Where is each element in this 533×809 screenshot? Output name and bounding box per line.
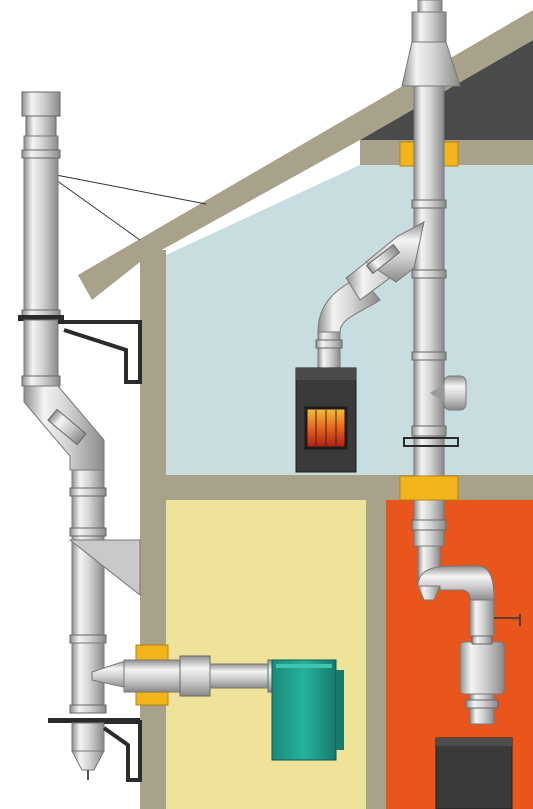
roof-flashing <box>401 41 461 87</box>
basement-heater <box>435 737 513 809</box>
wall-clamp <box>48 718 140 723</box>
interior-wall <box>366 500 386 809</box>
house-left-wall <box>140 250 166 809</box>
indoor-chimney-pipe <box>399 0 467 565</box>
chimney-cap <box>21 91 61 117</box>
flue-silencer <box>459 641 505 695</box>
wall-clamp <box>18 315 64 321</box>
wall-brackets <box>58 320 142 782</box>
lower-left-room <box>166 500 366 809</box>
inspection-port <box>443 375 467 411</box>
wood-stove <box>295 367 357 473</box>
boiler <box>271 659 344 761</box>
support-plate <box>68 539 141 597</box>
basement-flue <box>417 545 521 725</box>
guy-wires <box>55 174 207 241</box>
floor-passthrough <box>399 475 459 501</box>
stove-flue <box>315 221 425 371</box>
floor-slab <box>140 475 533 500</box>
